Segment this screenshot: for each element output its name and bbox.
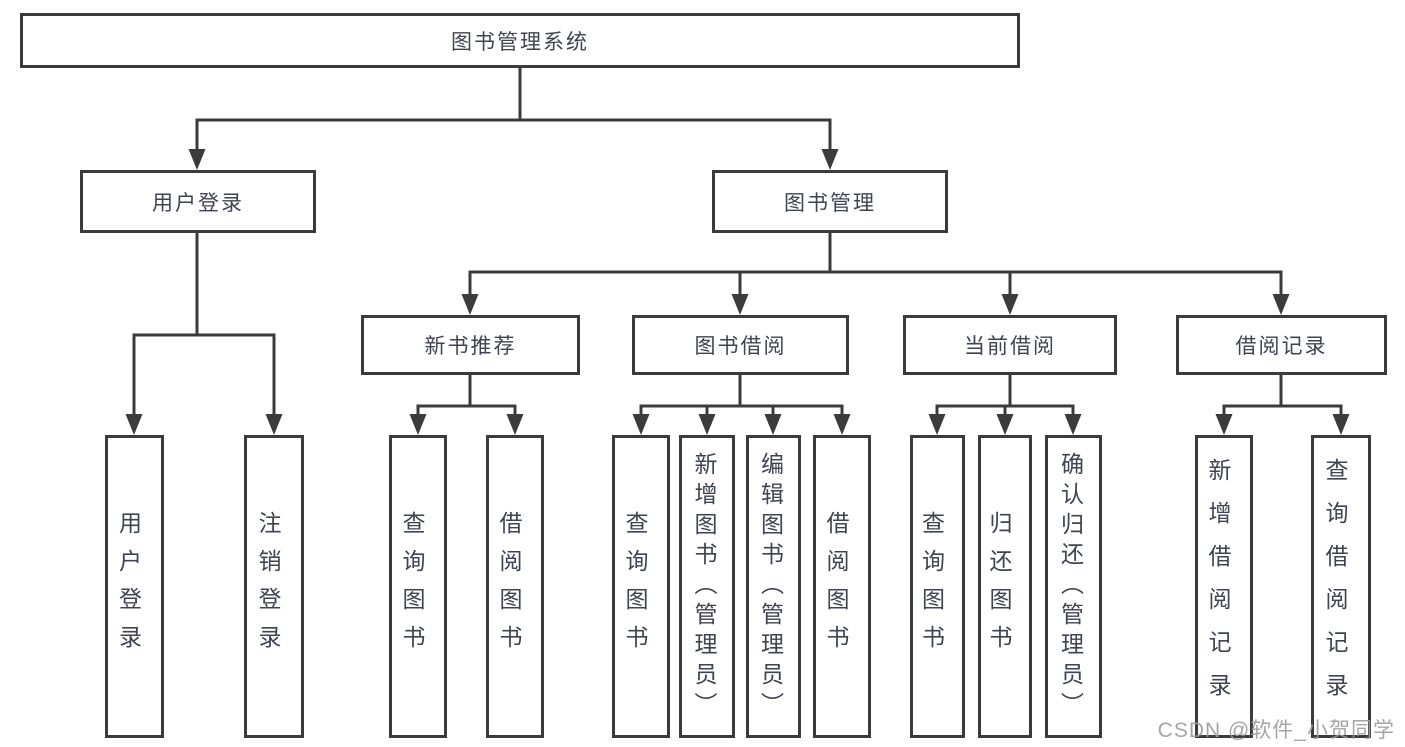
- arrow-down-icon: [698, 414, 716, 435]
- arrow-down-icon: [265, 414, 283, 435]
- arrow-down-icon: [731, 294, 749, 315]
- connector-root-to-level2: [195, 67, 832, 153]
- arrow-down-icon: [125, 414, 143, 435]
- node-leaf-query-book-3: 查询图书: [910, 435, 965, 738]
- arrow-down-icon: [996, 414, 1014, 435]
- arrow-down-icon: [632, 414, 650, 435]
- arrow-down-icon: [928, 414, 946, 435]
- arrow-down-icon: [821, 149, 839, 170]
- arrow-down-icon: [1064, 414, 1082, 435]
- node-leaf-confirm-return-admin: 确认归还（管理员）: [1045, 435, 1102, 738]
- arrow-down-icon: [461, 294, 479, 315]
- node-book-borrow: 图书借阅: [632, 315, 849, 375]
- connector-bookborrow-to-leaves: [639, 374, 844, 418]
- connector-currentborrow-to-leaves: [935, 374, 1075, 418]
- connector-bookmgmt-to-level3: [468, 232, 1283, 298]
- arrow-down-icon: [506, 414, 524, 435]
- node-current-borrow: 当前借阅: [903, 315, 1117, 375]
- arrow-down-icon: [764, 414, 782, 435]
- node-book-management: 图书管理: [712, 170, 948, 233]
- node-leaf-logout: 注销登录: [244, 435, 304, 738]
- watermark: CSDN @软件_小贺同学: [1157, 719, 1395, 742]
- arrow-down-icon: [1215, 414, 1233, 435]
- node-borrow-records: 借阅记录: [1176, 315, 1387, 375]
- node-leaf-return-book: 归还图书: [978, 435, 1032, 738]
- node-leaf-query-book-2: 查询图书: [612, 435, 670, 738]
- node-new-book-recommend: 新书推荐: [361, 315, 580, 375]
- arrow-down-icon: [409, 414, 427, 435]
- node-leaf-borrow-book-2: 借阅图书: [813, 435, 871, 738]
- node-user-login: 用户登录: [80, 170, 316, 233]
- connector-userlogin-to-leaves: [132, 232, 276, 418]
- connector-newbookrec-to-leaves: [416, 374, 517, 418]
- node-leaf-query-borrow-record: 查询借阅记录: [1311, 435, 1371, 738]
- node-leaf-query-book-1: 查询图书: [389, 435, 447, 738]
- arrow-down-icon: [1332, 414, 1350, 435]
- arrow-down-icon: [188, 149, 206, 170]
- connector-borrowrecords-to-leaves: [1222, 374, 1343, 418]
- node-root: 图书管理系统: [20, 13, 1020, 68]
- arrow-down-icon: [833, 414, 851, 435]
- node-leaf-borrow-book-1: 借阅图书: [486, 435, 544, 738]
- arrow-down-icon: [1001, 294, 1019, 315]
- node-leaf-add-borrow-record: 新增借阅记录: [1195, 435, 1253, 738]
- node-leaf-edit-book-admin: 编辑图书（管理员）: [746, 435, 801, 738]
- arrow-down-icon: [1272, 294, 1290, 315]
- node-leaf-user-login: 用户登录: [105, 435, 164, 738]
- node-leaf-add-book-admin: 新增图书（管理员）: [679, 435, 735, 738]
